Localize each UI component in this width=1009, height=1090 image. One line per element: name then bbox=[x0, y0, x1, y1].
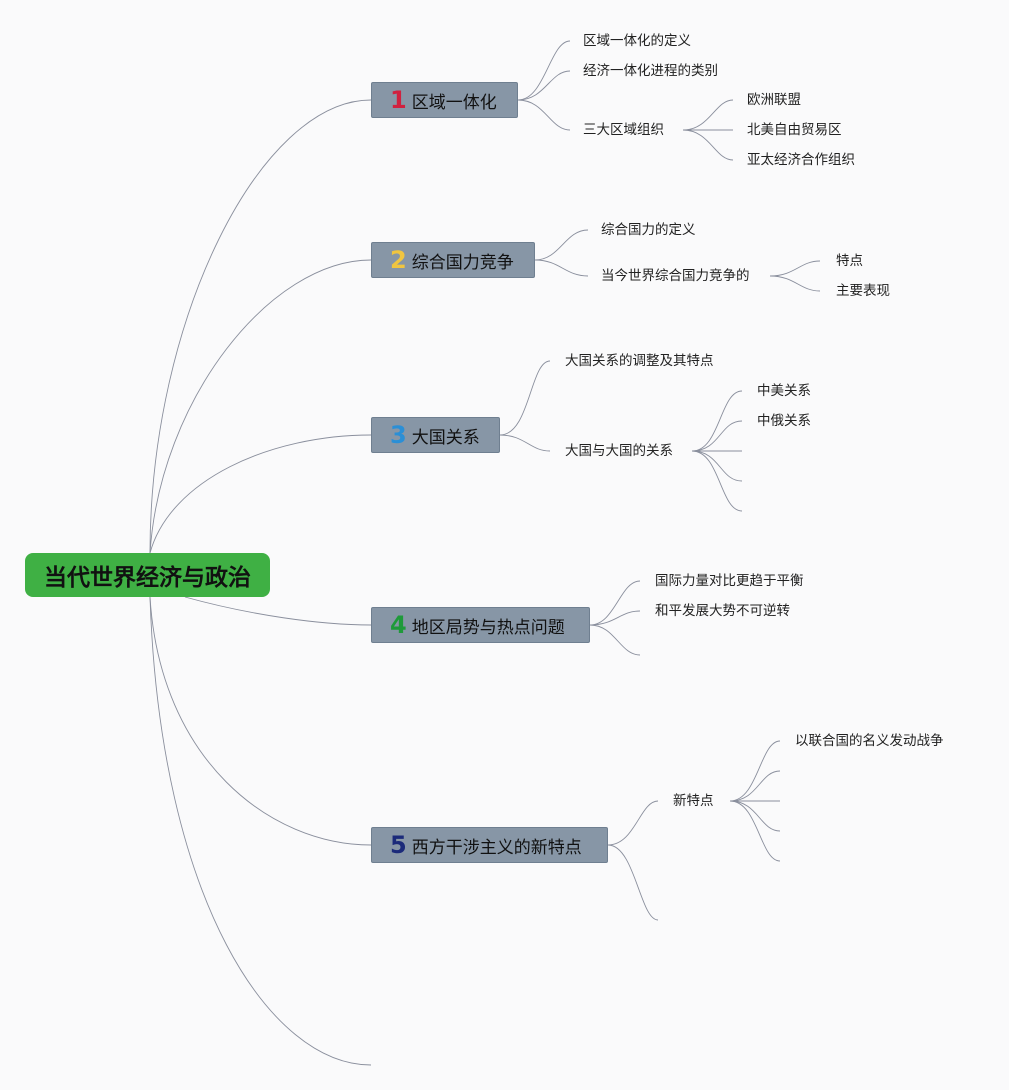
link-t4-c2 bbox=[589, 610, 641, 626]
link-t1-g1 bbox=[682, 99, 734, 131]
leaf-t1-c1[interactable]: 区域一体化的定义 bbox=[583, 33, 691, 49]
link-root-topic-3 bbox=[149, 434, 372, 554]
link-root-topic-2 bbox=[149, 259, 372, 554]
leaf-t4-c1[interactable]: 国际力量对比更趋于平衡 bbox=[655, 573, 804, 589]
link-t3-g5 bbox=[691, 450, 743, 512]
link-root-topic-4 bbox=[184, 596, 372, 626]
link-t2-g2 bbox=[769, 275, 821, 292]
link-root-topic-5 bbox=[149, 596, 372, 846]
link-t1-c1 bbox=[517, 40, 571, 101]
topic-number-1: 1 bbox=[390, 86, 407, 114]
link-root-topic-6 bbox=[149, 596, 372, 1066]
link-t3-g4 bbox=[691, 450, 743, 482]
link-t2-c2 bbox=[534, 259, 589, 277]
leaf-t3-c1[interactable]: 大国关系的调整及其特点 bbox=[565, 353, 714, 369]
leaf-t2-g1[interactable]: 特点 bbox=[836, 253, 863, 269]
topic-label-4: 地区局势与热点问题 bbox=[411, 617, 565, 638]
link-t5-g4 bbox=[729, 800, 781, 832]
leaf-t3-c2[interactable]: 大国与大国的关系 bbox=[565, 443, 673, 459]
topic-label-5: 西方干涉主义的新特点 bbox=[411, 837, 582, 858]
root-node[interactable]: 当代世界经济与政治 bbox=[25, 553, 270, 597]
leaf-t1-g3[interactable]: 亚太经济合作组织 bbox=[747, 152, 855, 168]
leaf-t3-g1[interactable]: 中美关系 bbox=[757, 383, 811, 399]
link-t4-c1 bbox=[589, 580, 641, 626]
leaf-t5-g1[interactable]: 以联合国的名义发动战争 bbox=[795, 733, 944, 749]
leaf-t1-c3[interactable]: 三大区域组织 bbox=[583, 122, 664, 138]
topic-node-5[interactable]: 5 西方干涉主义的新特点 bbox=[371, 827, 608, 863]
link-t3-c2 bbox=[499, 434, 551, 452]
link-t2-c1 bbox=[534, 229, 589, 261]
link-t4-c3 bbox=[589, 624, 641, 656]
leaf-t1-c2[interactable]: 经济一体化进程的类别 bbox=[583, 63, 718, 79]
topic-label-2: 综合国力竞争 bbox=[411, 252, 514, 273]
link-t5-g2 bbox=[729, 770, 781, 802]
leaf-t3-g2[interactable]: 中俄关系 bbox=[757, 413, 811, 429]
leaf-t4-c2[interactable]: 和平发展大势不可逆转 bbox=[655, 603, 790, 619]
topic-number-4: 4 bbox=[390, 611, 407, 639]
link-t5-g5 bbox=[729, 800, 781, 862]
topic-node-1[interactable]: 1 区域一体化 bbox=[371, 82, 518, 118]
leaf-t1-g2[interactable]: 北美自由贸易区 bbox=[747, 122, 842, 138]
link-root-topic-1 bbox=[149, 99, 372, 554]
root-label: 当代世界经济与政治 bbox=[44, 565, 251, 591]
leaf-t1-g1[interactable]: 欧洲联盟 bbox=[747, 92, 801, 108]
link-t5-c1 bbox=[607, 800, 659, 846]
link-t1-c3 bbox=[517, 99, 571, 131]
link-t3-c1 bbox=[499, 360, 551, 436]
topic-node-3[interactable]: 3 大国关系 bbox=[371, 417, 500, 453]
topic-number-3: 3 bbox=[390, 421, 407, 449]
link-t1-g3 bbox=[682, 129, 734, 161]
leaf-t2-c1[interactable]: 综合国力的定义 bbox=[601, 222, 696, 238]
leaf-t5-c1[interactable]: 新特点 bbox=[673, 793, 714, 809]
link-t5-c2 bbox=[607, 844, 659, 921]
topic-number-5: 5 bbox=[390, 831, 407, 859]
leaf-t2-g2[interactable]: 主要表现 bbox=[836, 283, 890, 299]
link-t3-g2 bbox=[691, 420, 743, 452]
link-t2-g1 bbox=[769, 260, 821, 277]
leaf-t2-c2[interactable]: 当今世界综合国力竞争的 bbox=[601, 268, 750, 284]
topic-label-1: 区域一体化 bbox=[411, 92, 497, 113]
link-t3-g1 bbox=[691, 390, 743, 452]
topic-node-2[interactable]: 2 综合国力竞争 bbox=[371, 242, 535, 278]
link-t1-c2 bbox=[517, 70, 571, 101]
topic-label-3: 大国关系 bbox=[411, 427, 480, 448]
link-t5-g1 bbox=[729, 740, 781, 802]
topic-node-4[interactable]: 4 地区局势与热点问题 bbox=[371, 607, 590, 643]
topic-number-2: 2 bbox=[390, 246, 407, 274]
